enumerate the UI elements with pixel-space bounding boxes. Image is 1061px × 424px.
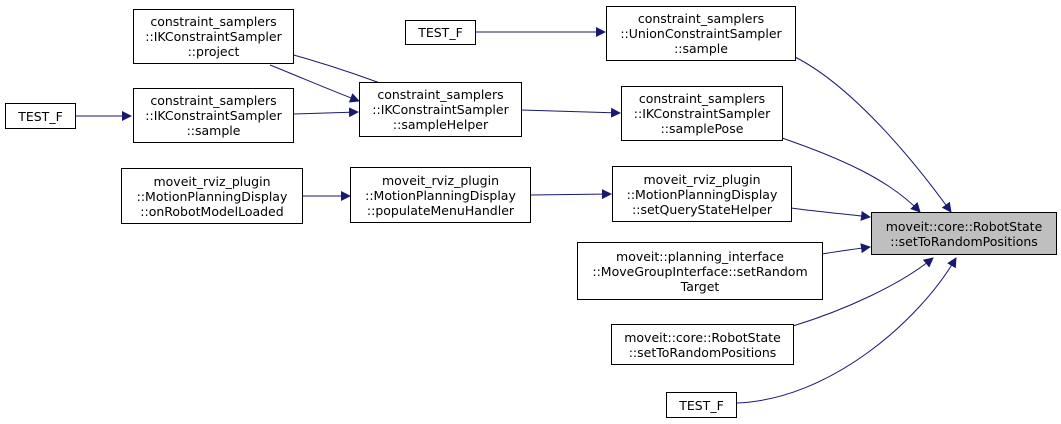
node-line: TEST_F <box>18 108 63 124</box>
node-line: ::IKConstraintSampler <box>633 106 771 121</box>
edge-populate-menu-handler-to-set-query-state-helper <box>529 189 612 200</box>
node-line: moveit_rviz_plugin <box>643 171 761 187</box>
edge-set-random-target-to-target <box>821 243 871 255</box>
node-line: ::sample <box>674 41 728 56</box>
node-robot-state-set-to-random-positions-target: moveit::core::RobotState ::setToRandomPo… <box>871 212 1057 255</box>
node-move-group-interface-set-random-target[interactable]: moveit::planning_interface ::MoveGroupIn… <box>577 242 823 300</box>
node-line: moveit::core::RobotState <box>885 218 1043 234</box>
node-test-f-bottom[interactable]: TEST_F <box>666 392 737 418</box>
node-line: moveit::planning_interface <box>616 248 784 264</box>
node-line: ::project <box>187 44 240 59</box>
node-line: ::setToRandomPositions <box>628 344 777 360</box>
node-ik-constraint-sampler-project[interactable]: constraint_samplers ::IKConstraintSample… <box>133 9 294 64</box>
node-line: ::onRobotModelLoaded <box>140 203 284 219</box>
node-line: constraint_samplers <box>377 87 504 102</box>
node-union-constraint-sampler-sample[interactable]: constraint_samplers ::UnionConstraintSam… <box>606 6 796 61</box>
node-line: ::IKConstraintSampler <box>145 108 282 123</box>
node-line: ::setToRandomPositions <box>890 233 1038 249</box>
node-line: moveit_rviz_plugin <box>153 173 271 189</box>
edge-sample-helper-to-project <box>282 49 381 84</box>
node-line: constraint_samplers <box>638 91 766 106</box>
edge-test-f-bottom-to-target <box>735 257 957 404</box>
node-test-f-top[interactable]: TEST_F <box>405 20 476 45</box>
edge-robot-state-overload-to-target <box>792 257 934 327</box>
node-line: ::setQueryStateHelper <box>632 201 772 217</box>
node-line: ::IKConstraintSampler <box>372 102 509 117</box>
node-line: ::MotionPlanningDisplay <box>365 187 516 203</box>
node-line: ::populateMenuHandler <box>366 202 515 218</box>
node-line: TEST_F <box>418 25 463 40</box>
node-line: ::sampleHelper <box>392 117 489 132</box>
node-ik-constraint-sampler-sample-pose[interactable]: constraint_samplers ::IKConstraintSample… <box>621 86 783 141</box>
node-robot-state-set-to-random-positions[interactable]: moveit::core::RobotState ::setToRandomPo… <box>611 324 794 365</box>
node-line: ::IKConstraintSampler <box>145 29 282 44</box>
node-line: ::sample <box>186 123 241 138</box>
node-test-f-left[interactable]: TEST_F <box>5 103 76 129</box>
edge-ik-sample-pose-to-target <box>781 137 921 213</box>
node-line: constraint_samplers <box>150 93 277 108</box>
node-line: constraint_samplers <box>637 11 765 26</box>
node-line: constraint_samplers <box>150 14 277 29</box>
node-line: ::samplePose <box>660 121 744 136</box>
edge-set-query-state-helper-to-target <box>790 207 871 221</box>
node-line: Target <box>680 278 720 294</box>
node-ik-constraint-sampler-sample-helper[interactable]: constraint_samplers ::IKConstraintSample… <box>359 82 522 137</box>
node-line: moveit::core::RobotState <box>624 329 781 345</box>
edge-sample-helper-to-sample-pose <box>520 107 621 118</box>
node-line: ::MoveGroupInterface::setRandom <box>592 263 808 279</box>
node-line: moveit_rviz_plugin <box>381 172 500 188</box>
node-line: ::UnionConstraintSampler <box>620 26 782 41</box>
edge-ik-sample-to-sample-helper <box>293 107 359 118</box>
node-line: ::MotionPlanningDisplay <box>136 188 288 204</box>
node-motion-planning-display-set-query-state-helper[interactable]: moveit_rviz_plugin ::MotionPlanningDispl… <box>612 166 792 222</box>
edge-project-to-sample-helper <box>269 64 360 103</box>
node-line: ::MotionPlanningDisplay <box>626 186 778 202</box>
node-line: TEST_F <box>679 397 724 413</box>
node-ik-constraint-sampler-sample[interactable]: constraint_samplers ::IKConstraintSample… <box>133 88 294 143</box>
edge-union-sample-to-target <box>794 56 952 213</box>
node-motion-planning-display-on-robot-model-loaded[interactable]: moveit_rviz_plugin ::MotionPlanningDispl… <box>121 168 303 224</box>
node-motion-planning-display-populate-menu-handler[interactable]: moveit_rviz_plugin ::MotionPlanningDispl… <box>350 167 531 223</box>
